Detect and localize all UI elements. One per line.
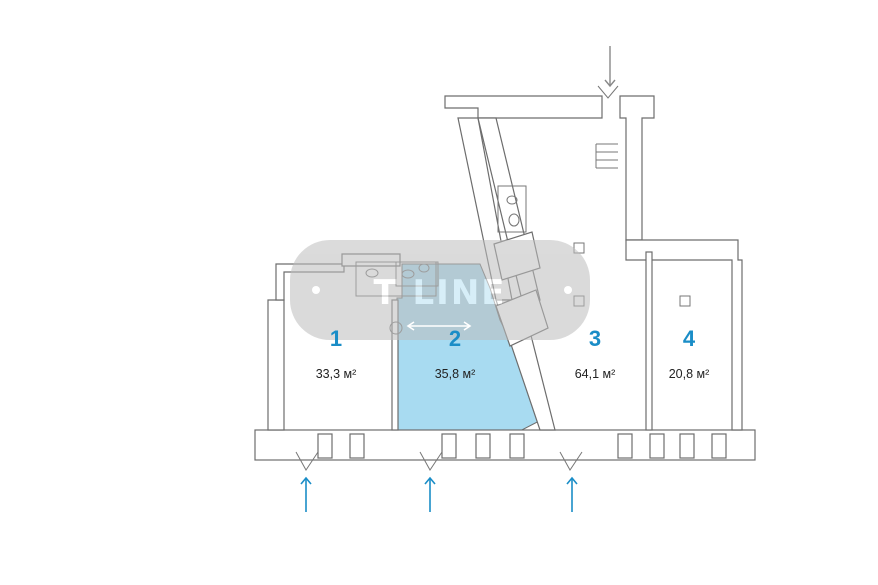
entrance-arrow-icon xyxy=(566,476,578,512)
room-1-area: 33,3 м² xyxy=(316,367,357,381)
room-3-number: 3 xyxy=(589,326,601,351)
entrance-arrow-icons xyxy=(300,46,616,512)
entrance-arrow-icon xyxy=(424,476,436,512)
watermark-text: T LINE xyxy=(373,273,506,313)
service-entrance-arrow-icon xyxy=(604,46,616,88)
room-3-area: 64,1 м² xyxy=(575,367,616,381)
watermark-logo: T LINE xyxy=(290,240,590,340)
room-1-number: 1 xyxy=(330,326,342,351)
resize-arrow-icon xyxy=(406,321,472,331)
entrance-arrow-icon xyxy=(300,476,312,512)
room-labels: 1 33,3 м² 2 35,8 м² 3 64,1 м² 4 20,8 м² xyxy=(316,326,710,381)
room-2-area: 35,8 м² xyxy=(435,367,476,381)
room-4-area: 20,8 м² xyxy=(669,367,710,381)
room-4-number: 4 xyxy=(683,326,696,351)
entrance-doors xyxy=(295,85,619,471)
room-2-number: 2 xyxy=(449,326,461,351)
